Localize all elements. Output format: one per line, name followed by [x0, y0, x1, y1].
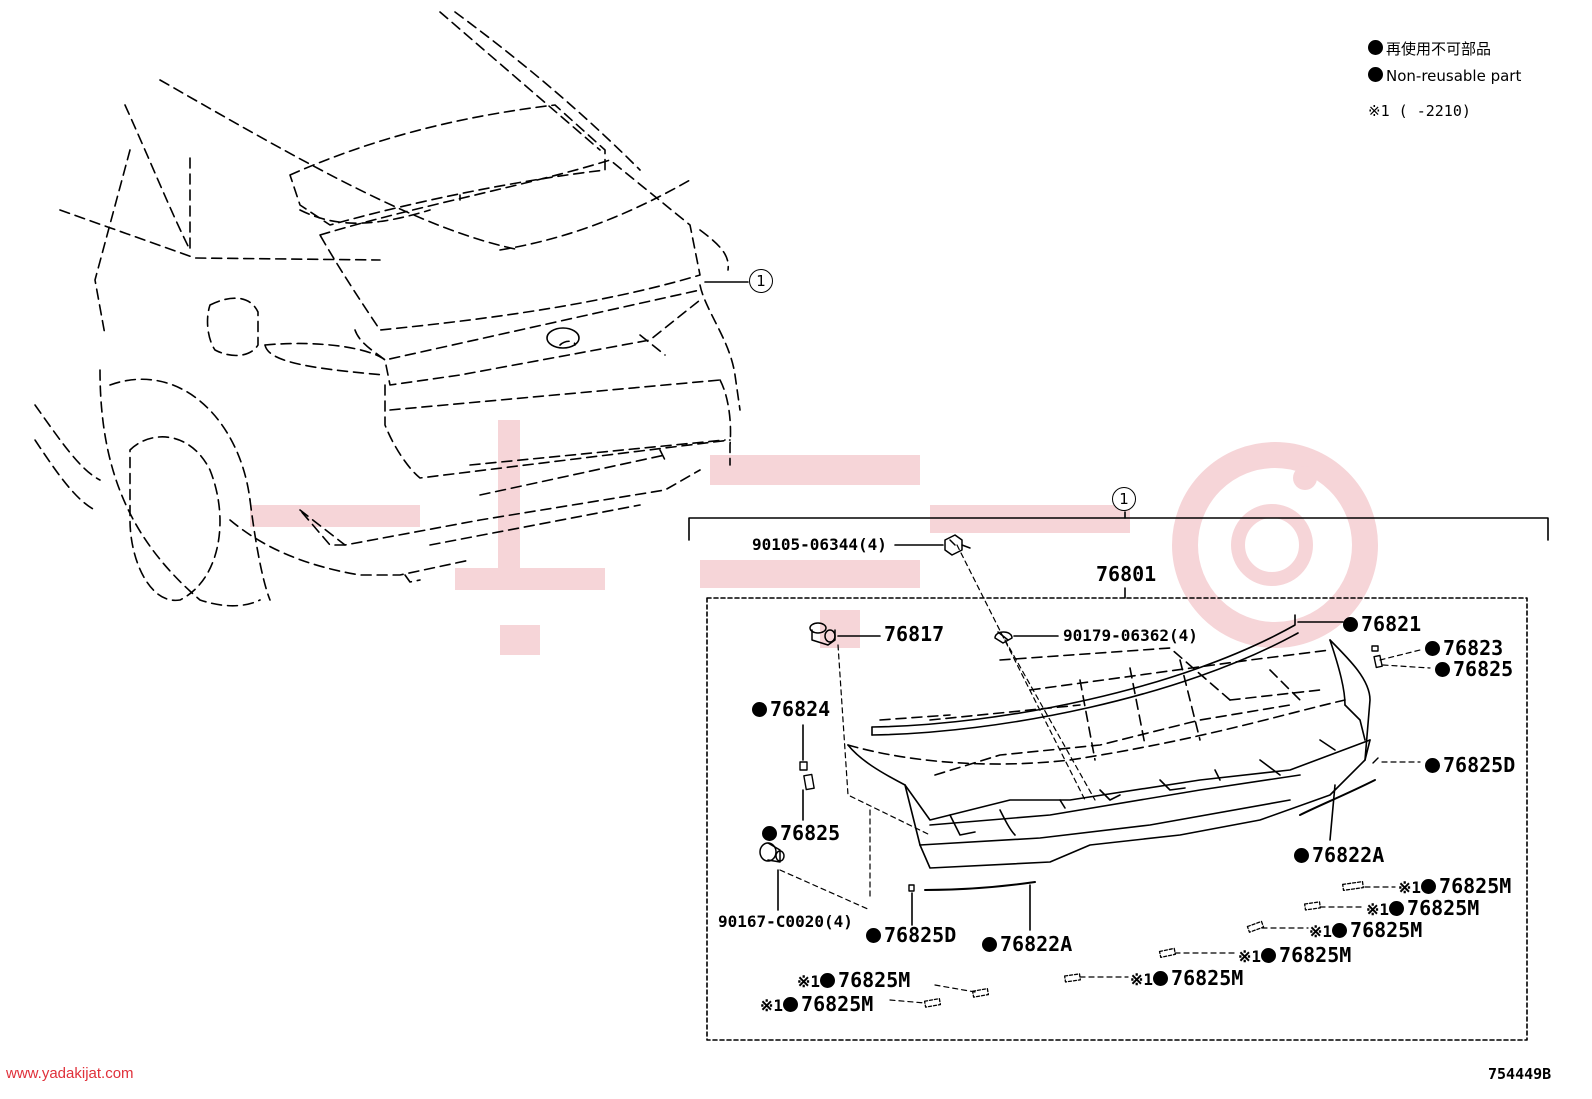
non-reusable-mark: [820, 973, 836, 988]
non-reusable-mark: [1332, 923, 1348, 938]
non-reusable-mark: [982, 937, 997, 952]
part-label-90167-c0020[interactable]: 90167-C0020(4): [718, 912, 853, 931]
assembly-bracket: [688, 517, 1549, 541]
part-label-76801[interactable]: 76801: [1096, 562, 1157, 586]
clip-90105: [944, 534, 971, 556]
part-label-76825-left[interactable]: 76825: [762, 823, 840, 843]
non-reusable-mark: [1425, 758, 1440, 773]
part-label-76824[interactable]: 76824: [752, 699, 830, 719]
legend-non-reusable-jp: 再使用不可部品: [1368, 40, 1491, 57]
legend-non-reusable-en: Non-reusable part: [1368, 67, 1521, 84]
part-label-76822a-right[interactable]: 76822A: [1294, 845, 1384, 865]
part-label-76825-right[interactable]: 76825: [1435, 659, 1513, 679]
tape-76825d-right: [1372, 757, 1379, 764]
tape-76824: [799, 761, 808, 771]
emblem-icon: [546, 327, 580, 349]
non-reusable-mark: [752, 702, 767, 717]
part-label-76822a-bottom[interactable]: 76822A: [982, 934, 1072, 954]
non-reusable-mark: [783, 997, 799, 1012]
diagram-code: 754449B: [1488, 1065, 1552, 1083]
part-label-76817[interactable]: 76817: [884, 622, 945, 646]
vehicle-outline: [34, 11, 741, 607]
molding-lower-left: [924, 881, 1036, 891]
part-label-76825d-bottom[interactable]: 76825D: [866, 925, 956, 945]
molding-lower-right: [1299, 779, 1376, 816]
non-reusable-mark: [1421, 879, 1437, 894]
tape-76825-right: [1373, 654, 1383, 669]
tape-76825d-bottom: [908, 884, 915, 892]
callout-assembly-1[interactable]: 1: [749, 269, 773, 293]
non-reusable-mark: [1435, 662, 1450, 677]
screw-90167: [759, 842, 785, 863]
bullet-icon: [1368, 67, 1383, 82]
non-reusable-mark: [1343, 617, 1358, 632]
part-label-76821[interactable]: 76821: [1343, 614, 1421, 634]
group-box: [706, 597, 1528, 1041]
part-label-90179-06362[interactable]: 90179-06362(4): [1063, 626, 1198, 645]
part-label-90105-06344[interactable]: 90105-06344(4): [752, 535, 887, 554]
tape-76825-left: [803, 773, 815, 791]
retainer-76817: [809, 622, 836, 646]
bullet-icon: [1368, 40, 1383, 55]
part-label-76825d-right[interactable]: 76825D: [1425, 755, 1515, 775]
callout-group-1[interactable]: 1: [1112, 487, 1136, 511]
non-reusable-mark: [1261, 948, 1277, 963]
non-reusable-mark: [1425, 641, 1440, 656]
legend-note: ※1 ( -2210): [1368, 102, 1471, 120]
molding-upper: [871, 614, 1296, 728]
clip-90179: [994, 631, 1013, 644]
non-reusable-mark: [1389, 901, 1405, 916]
website-link[interactable]: www.yadakijat.com: [6, 1065, 134, 1082]
bumper-cover: [847, 639, 1371, 869]
non-reusable-mark: [1294, 848, 1309, 863]
part-label-76823[interactable]: 76823: [1425, 638, 1503, 658]
non-reusable-mark: [1153, 971, 1169, 986]
non-reusable-mark: [762, 826, 777, 841]
non-reusable-mark: [866, 928, 881, 943]
tape-76823: [1371, 645, 1379, 652]
